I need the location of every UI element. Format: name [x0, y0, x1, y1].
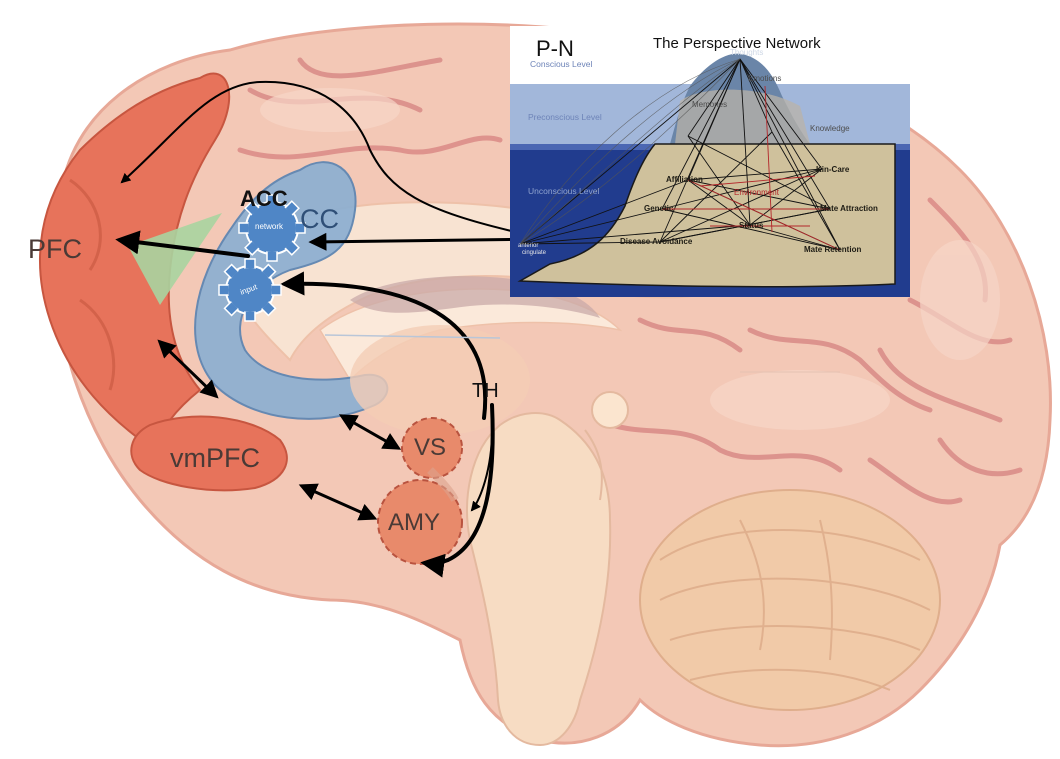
faint-emotions: Emotions	[748, 74, 781, 83]
acc-label: ACC	[240, 186, 288, 212]
faint-thoughts: Thoughts	[730, 48, 763, 57]
node-mate-attraction: Mate Attraction	[820, 204, 878, 213]
perspective-network-inset: P-N The Perspective Network Conscious Le…	[510, 26, 910, 297]
level-conscious: Conscious Level	[530, 59, 592, 69]
node-kin-care: Kin-Care	[816, 165, 849, 174]
faint-memories: Memories	[692, 100, 727, 109]
th-label: TH	[472, 380, 499, 403]
node-genetic: Genetic	[644, 204, 673, 213]
level-preconscious: Preconscious Level	[528, 112, 602, 122]
pfc-label: PFC	[28, 234, 82, 265]
pineal	[592, 392, 628, 428]
node-status: Status	[739, 221, 763, 230]
gear-network-label: network	[255, 222, 283, 231]
node-disease-avoidance: Disease Avoidance	[620, 237, 692, 246]
node-affiliation: Affiliation	[666, 175, 703, 184]
cerebellum	[640, 490, 940, 710]
node-mate-retention: Mate Retention	[804, 245, 861, 254]
vmpfc-label: vmPFC	[170, 443, 260, 474]
level-unconscious: Unconscious Level	[528, 186, 599, 196]
amy-label: AMY	[388, 509, 440, 537]
vs-label: VS	[414, 434, 446, 462]
thalamus	[350, 325, 530, 435]
inset-cingulate: cingulate	[522, 250, 546, 256]
node-hidden-center: Environment	[734, 188, 779, 197]
faint-knowledge: Knowledge	[810, 124, 850, 133]
inset-anterior: anterior	[518, 243, 538, 249]
acc-partial-label: CC	[300, 204, 339, 235]
